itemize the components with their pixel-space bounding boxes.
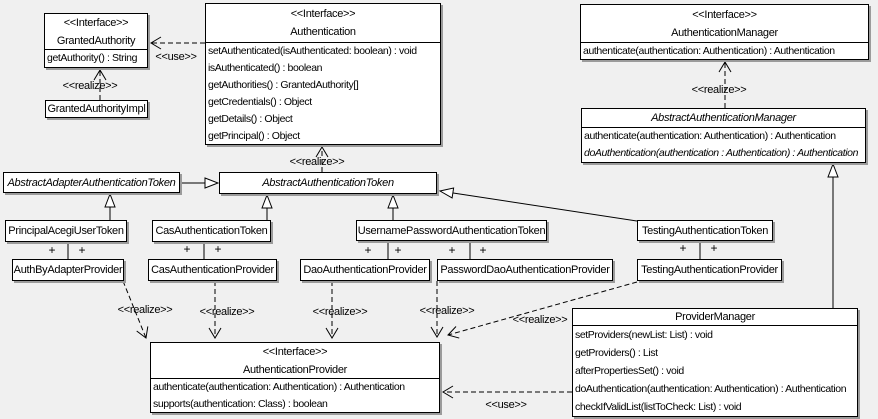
class-box-testing-authentication-token[interactable]: TestingAuthenticationToken <box>637 220 773 241</box>
stereotype-label: <<Interface>> <box>290 8 356 20</box>
label-use: <<use>> <box>485 399 527 411</box>
class-name: DaoAuthenticationProvider <box>303 264 427 276</box>
class-box-authentication[interactable]: <<Interface>> Authentication setAuthenti… <box>205 3 441 145</box>
label-realize: <<realize>> <box>419 305 475 317</box>
class-name: AbstractAuthenticationManager <box>651 112 796 124</box>
method: doAuthentication(authentication: Authent… <box>575 383 847 395</box>
edge-realize-authbyadapter-provider <box>122 280 149 339</box>
class-box-username-password-authentication-token[interactable]: UsernamePasswordAuthenticationToken <box>356 220 547 241</box>
class-name: PasswordDaoAuthenticationProvider <box>440 264 610 276</box>
class-name: AuthenticationManager <box>671 26 778 39</box>
label-realize: <<realize>> <box>199 306 255 318</box>
class-box-authentication-provider[interactable]: <<Interface>> AuthenticationProvider aut… <box>150 342 440 413</box>
method: checkIfValidList(listToCheck: List) : vo… <box>575 401 742 413</box>
association-end-plus: + <box>479 243 487 257</box>
edge-realize-testing-provider <box>447 281 638 339</box>
label-realize: <<realize>> <box>691 84 747 96</box>
method: authenticate(authentication: Authenticat… <box>153 381 405 393</box>
class-name: PrincipalAcegiUserToken <box>8 225 124 237</box>
association-end-plus: + <box>214 242 222 256</box>
class-box-testing-authentication-provider[interactable]: TestingAuthenticationProvider <box>637 259 782 281</box>
class-box-cas-authentication-provider[interactable]: CasAuthenticationProvider <box>148 259 277 281</box>
class-name: TestingAuthenticationProvider <box>641 264 778 276</box>
class-box-cas-authentication-token[interactable]: CasAuthenticationToken <box>152 220 271 242</box>
association-end-plus: + <box>48 243 56 257</box>
class-name: CasAuthenticationToken <box>155 225 268 237</box>
method: isAuthenticated() : boolean <box>208 62 323 74</box>
method: afterPropertiesSet() : void <box>575 365 684 377</box>
class-name: AbstractAdapterAuthenticationToken <box>7 176 176 189</box>
class-name: AbstractAuthenticationToken <box>262 177 394 189</box>
class-box-granted-authority[interactable]: <<Interface>> GrantedAuthority getAuthor… <box>44 13 148 68</box>
method: doAuthentication(authentication : Authen… <box>584 147 859 159</box>
class-box-dao-authentication-provider[interactable]: DaoAuthenticationProvider <box>300 259 430 281</box>
association-end-plus: + <box>78 243 86 257</box>
class-box-principal-acegi-user-token[interactable]: PrincipalAcegiUserToken <box>5 220 127 242</box>
method: getPrincipal() : Object <box>208 130 300 142</box>
class-name: UsernamePasswordAuthenticationToken <box>357 224 546 237</box>
method: setProviders(newList: List) : void <box>575 329 713 341</box>
label-realize: <<realize>> <box>289 156 345 168</box>
label-use: <<use>> <box>155 51 197 63</box>
class-box-authentication-manager[interactable]: <<Interface>> AuthenticationManager auth… <box>580 4 869 60</box>
association-end-plus: + <box>394 243 402 257</box>
class-name: AuthByAdapterProvider <box>13 264 123 276</box>
method: authenticate(authentication: Authenticat… <box>583 45 835 57</box>
label-realize: <<realize>> <box>312 306 368 318</box>
class-box-granted-authority-impl[interactable]: GrantedAuthorityImpl <box>45 100 148 118</box>
association-end-plus: + <box>710 241 718 255</box>
class-box-password-dao-authentication-provider[interactable]: PasswordDaoAuthenticationProvider <box>437 259 613 281</box>
association-end-plus: + <box>448 243 456 257</box>
class-name: GrantedAuthorityImpl <box>47 103 146 115</box>
method: supports(authentication: Class) : boolea… <box>153 398 328 410</box>
method: getCredentials() : Object <box>208 96 312 108</box>
association-end-plus: + <box>183 242 191 256</box>
edge-gen-testing-token <box>440 191 638 222</box>
label-realize: <<realize>> <box>62 80 118 92</box>
label-realize: <<realize>> <box>512 314 568 326</box>
class-name: Authentication <box>290 26 356 38</box>
method: getDetails() : Object <box>208 113 293 125</box>
method: getProviders() : List <box>575 347 658 359</box>
label-realize: <<realize>> <box>117 304 173 316</box>
class-box-abstract-adapter-authentication-token[interactable]: AbstractAdapterAuthenticationToken <box>3 172 180 193</box>
method: authenticate(authentication: Authenticat… <box>584 130 836 142</box>
class-name: CasAuthenticationProvider <box>151 264 274 276</box>
class-name: TestingAuthenticationToken <box>641 224 769 237</box>
class-box-abstract-authentication-token[interactable]: AbstractAuthenticationToken <box>219 172 437 194</box>
association-end-plus: + <box>679 241 687 255</box>
stereotype-label: <<Interface>> <box>262 345 328 358</box>
class-box-provider-manager[interactable]: ProviderManager setProviders(newList: Li… <box>572 308 858 417</box>
association-end-plus: + <box>364 243 372 257</box>
class-name: ProviderManager <box>675 311 755 323</box>
method: getAuthorities() : GrantedAuthority[] <box>208 79 359 91</box>
class-name: GrantedAuthority <box>56 34 136 47</box>
stereotype-label: <<Interface>> <box>692 8 757 21</box>
class-box-auth-by-adapter-provider[interactable]: AuthByAdapterProvider <box>12 259 124 281</box>
method: getAuthority() : String <box>47 52 138 64</box>
method: setAuthenticated(isAuthenticated: boolea… <box>208 45 417 57</box>
stereotype-label: <<Interface>> <box>63 16 129 29</box>
class-box-abstract-authentication-manager[interactable]: AbstractAuthenticationManager authentica… <box>581 108 866 163</box>
class-name: AuthenticationProvider <box>242 363 348 376</box>
